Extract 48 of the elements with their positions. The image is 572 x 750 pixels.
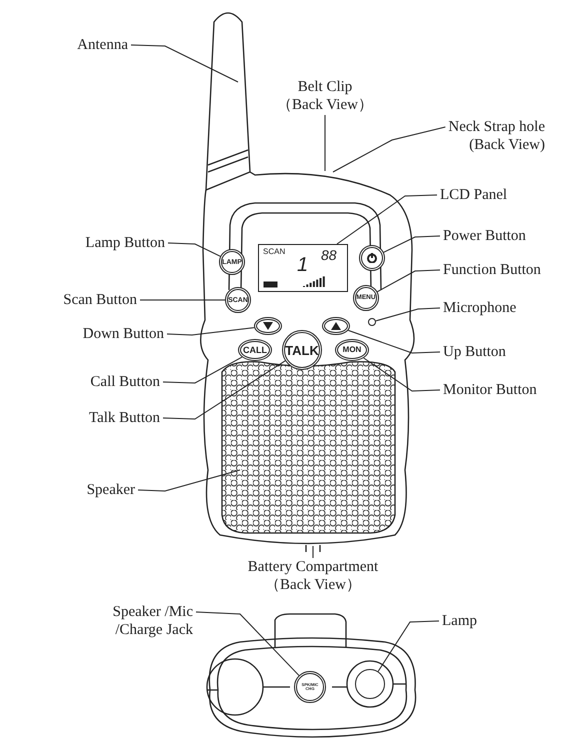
view-note: （Back View） <box>264 576 362 594</box>
part-label: Belt Clip <box>296 78 354 96</box>
power-button <box>359 245 385 271</box>
up-button <box>322 317 350 335</box>
part-label: Antenna <box>77 36 128 54</box>
part-label: Talk Button <box>88 409 160 427</box>
leader-line <box>162 356 243 384</box>
microphone-hole <box>368 318 376 326</box>
leader-line <box>324 114 326 172</box>
part-label: Down Button <box>82 325 164 343</box>
leader-line <box>336 194 438 244</box>
talk-button: TALK <box>282 330 322 370</box>
leader-line <box>138 470 240 492</box>
monitor-button: MON <box>335 339 369 361</box>
code-digits: 88 <box>321 248 337 262</box>
leader-line <box>378 620 440 672</box>
leader-line <box>332 126 446 172</box>
part-label: Lamp <box>442 612 477 630</box>
leader-line <box>363 357 440 392</box>
part-label: Neck Strap hole <box>448 118 545 136</box>
leader-line <box>130 44 238 82</box>
part-label: Up Button <box>443 343 506 361</box>
view-note: （Back View） <box>276 96 374 114</box>
part-label: Call Button <box>90 373 160 391</box>
call-button: CALL <box>238 339 272 361</box>
leader-line <box>196 612 300 676</box>
lcd-mode-text: SCAN <box>263 248 286 256</box>
part-label: Battery Compartment <box>246 558 380 576</box>
lcd-panel <box>258 244 348 292</box>
channel-digit: 1 <box>297 255 308 275</box>
view-note: (Back View) <box>468 136 545 154</box>
part-label: Scan Button <box>63 291 137 309</box>
leader-line <box>168 242 221 257</box>
leader-line <box>312 546 314 558</box>
part-label: Microphone <box>443 299 516 317</box>
leader-line <box>383 236 440 253</box>
part-label: Speaker <box>86 481 135 499</box>
part-label: Function Button <box>443 261 541 279</box>
leader-line <box>376 270 440 292</box>
part-label: Speaker /Mic /Charge Jack <box>73 603 193 639</box>
down-button <box>254 317 282 335</box>
part-label: Monitor Button <box>443 381 537 399</box>
leader-line <box>166 327 255 336</box>
part-label: Power Button <box>443 227 526 245</box>
part-label: LCD Panel <box>440 186 508 204</box>
lamp-lens <box>355 669 385 699</box>
leader-line <box>375 308 440 322</box>
part-label: Lamp Button <box>85 234 165 252</box>
